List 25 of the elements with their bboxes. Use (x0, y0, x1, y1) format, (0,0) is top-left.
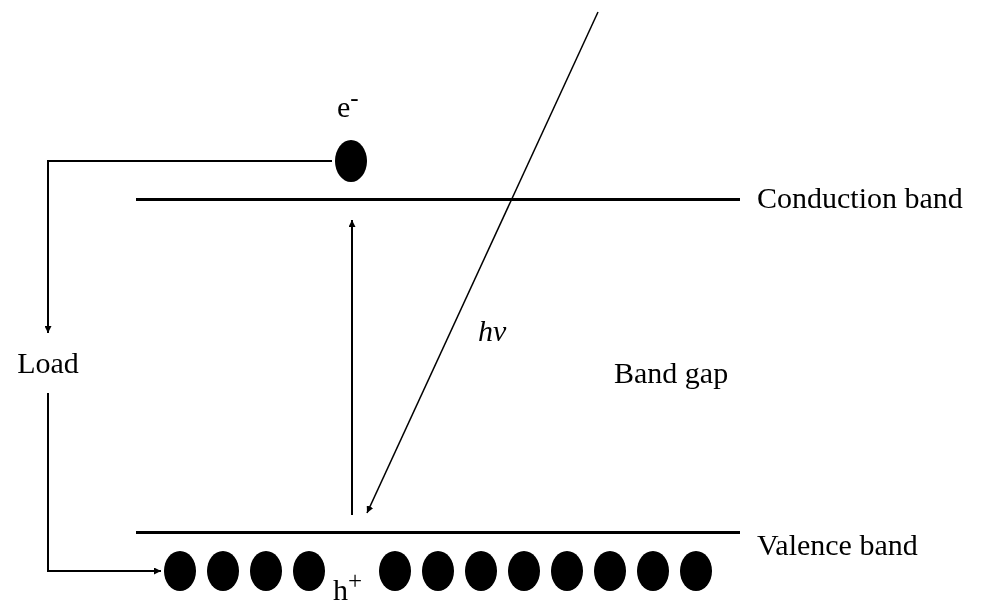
particle-dot (551, 551, 583, 591)
photon-arrow (366, 11, 599, 514)
charge-label: e$^{-}$ (337, 85, 359, 122)
particle-dot (680, 551, 712, 591)
band-label: Valence band (757, 530, 918, 560)
particle-dot (422, 551, 454, 591)
particle-dot (465, 551, 497, 591)
particle-dot (637, 551, 669, 591)
arrow (44, 160, 333, 334)
load-label: Load (10, 335, 86, 391)
particle-dot (508, 551, 540, 591)
arrow (47, 392, 162, 575)
particle-dot (379, 551, 411, 591)
arrow (348, 219, 356, 516)
band-label: Conduction band (757, 183, 963, 213)
particle-dot (164, 551, 196, 591)
energy-level-line (136, 531, 740, 534)
region-label: Band gap (614, 358, 729, 388)
particle-dot (250, 551, 282, 591)
particle-dot (207, 551, 239, 591)
charge-label: h$^{+}$ (333, 568, 363, 605)
particle-dot (293, 551, 325, 591)
particle-dot (594, 551, 626, 591)
particle-dot (335, 140, 367, 182)
energy-level-line (136, 198, 740, 201)
